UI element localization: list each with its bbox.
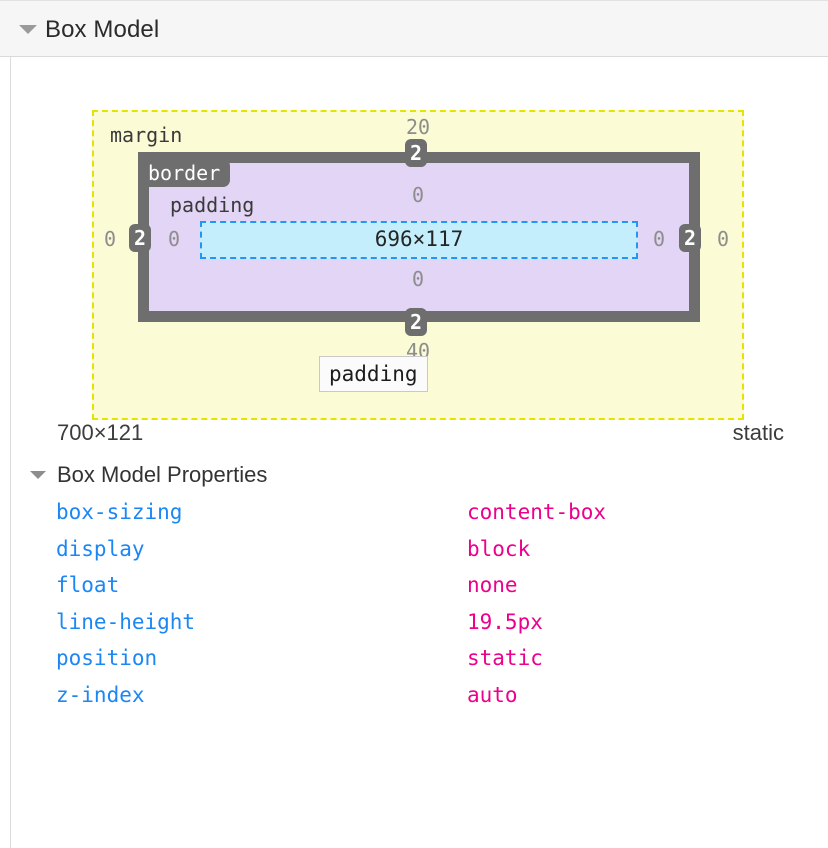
margin-top-value[interactable]: 20 [405, 115, 431, 139]
property-name[interactable]: z-index [56, 682, 145, 707]
border-left-value[interactable]: 2 [129, 224, 151, 252]
property-value[interactable]: static [467, 646, 543, 670]
table-row[interactable]: box-sizing content-box [0, 500, 828, 537]
padding-label: padding [170, 193, 255, 217]
table-row[interactable]: position static [0, 646, 828, 683]
region-tooltip: padding [319, 356, 428, 392]
property-name[interactable]: line-height [56, 609, 196, 634]
property-name[interactable]: display [56, 536, 145, 561]
property-name[interactable]: position [56, 646, 158, 670]
property-value[interactable]: 19.5px [467, 609, 543, 634]
property-name[interactable]: box-sizing [56, 500, 183, 524]
table-row[interactable]: float none [0, 573, 828, 610]
element-dimensions: 700×121 [57, 420, 144, 445]
page-title: Box Model [45, 16, 160, 43]
property-value[interactable]: content-box [467, 500, 607, 524]
element-position: static [732, 420, 784, 445]
table-row[interactable]: z-index auto [0, 683, 828, 720]
triangle-down-icon[interactable] [30, 471, 46, 479]
box-model-header[interactable]: Box Model [0, 0, 828, 57]
padding-right-value[interactable]: 0 [652, 227, 666, 251]
margin-right-value[interactable]: 0 [716, 227, 730, 251]
margin-left-value[interactable]: 0 [103, 227, 117, 251]
table-row[interactable]: line-height 19.5px [0, 610, 828, 647]
element-summary: 700×121 static [0, 420, 828, 456]
box-model-diagram: margin border padding 696×117 20 2 0 0 2… [0, 57, 828, 420]
border-top-value[interactable]: 2 [405, 139, 427, 167]
triangle-down-icon[interactable] [19, 25, 37, 34]
property-value[interactable]: block [467, 536, 531, 561]
property-value[interactable]: none [467, 573, 518, 597]
table-row[interactable]: display block [0, 537, 828, 574]
padding-left-value[interactable]: 0 [167, 227, 181, 251]
box-model-properties-header[interactable]: Box Model Properties [0, 462, 828, 492]
property-name[interactable]: float [56, 573, 120, 597]
property-value[interactable]: auto [467, 682, 518, 707]
padding-top-value[interactable]: 0 [411, 183, 425, 207]
margin-label: margin [110, 123, 183, 147]
content-box[interactable] [200, 221, 638, 259]
panel-left-rail [10, 0, 11, 848]
box-model-properties-list: box-sizing content-box display block flo… [0, 500, 828, 719]
border-bottom-value[interactable]: 2 [405, 308, 427, 336]
border-right-value[interactable]: 2 [679, 224, 701, 252]
content-dimensions: 696×117 [374, 227, 464, 251]
border-label: border [146, 159, 231, 187]
padding-bottom-value[interactable]: 0 [411, 267, 425, 291]
section-title: Box Model Properties [57, 462, 268, 487]
